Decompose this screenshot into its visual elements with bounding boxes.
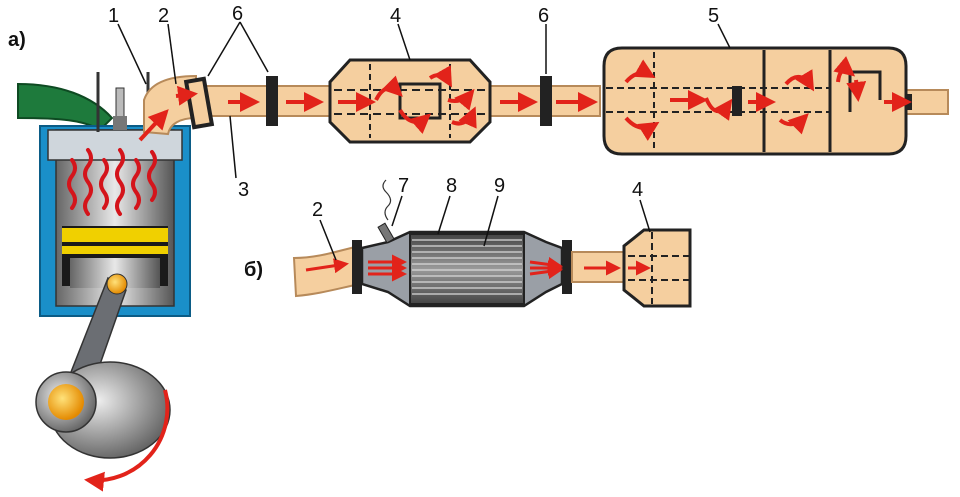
spark-plug <box>113 87 127 130</box>
callout-1: 1 <box>108 5 119 27</box>
callout-5: 5 <box>708 5 719 27</box>
callout-b-9: 9 <box>494 175 505 197</box>
flow-arrows-b <box>305 254 651 282</box>
callout-leaders-b <box>319 195 651 261</box>
callout-leaders-a <box>117 21 731 179</box>
converter-flange-out <box>562 240 572 294</box>
panel-label-b: б) <box>244 259 263 281</box>
callout-2: 2 <box>158 5 169 27</box>
callout-b-2: 2 <box>312 199 323 221</box>
converter-inlet-pipe <box>292 244 361 298</box>
rotation-arrow <box>84 389 170 492</box>
catalytic-converter <box>360 230 564 308</box>
callout-b-4: 4 <box>632 179 643 201</box>
converter-flange-in <box>352 240 362 294</box>
flange-3 <box>540 76 552 126</box>
callout-6-right: 6 <box>538 5 549 27</box>
callout-4: 4 <box>390 5 401 27</box>
engine-cylinder <box>39 125 191 317</box>
crank-mechanism <box>35 273 171 459</box>
flow-arrows-a <box>138 56 912 142</box>
intake-pipe <box>17 82 114 132</box>
combustion-gases <box>67 148 157 216</box>
callout-b-8: 8 <box>446 175 457 197</box>
panel-label-a: а) <box>8 29 26 51</box>
callout-3: 3 <box>238 179 249 201</box>
callout-b-7: 7 <box>398 175 409 197</box>
resonator-partial-internals <box>628 232 690 304</box>
resonator-partial <box>622 228 692 308</box>
flange-2 <box>266 76 278 126</box>
callout-6-left: 6 <box>232 3 243 25</box>
oxygen-sensor <box>377 179 395 244</box>
